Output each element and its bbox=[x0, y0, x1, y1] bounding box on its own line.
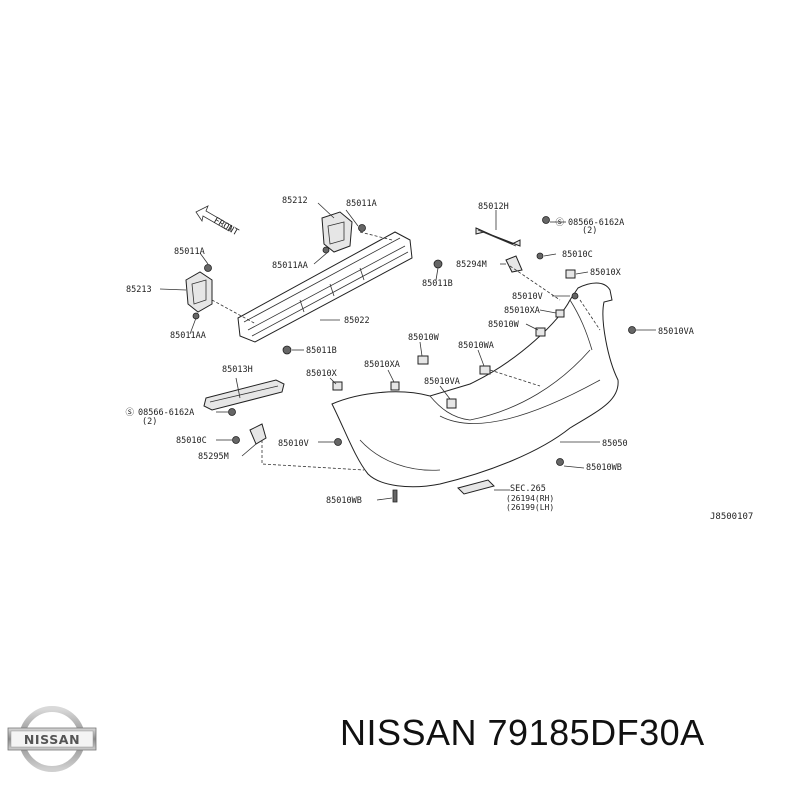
nissan-logo-text: NISSAN bbox=[24, 732, 80, 747]
label-85013H: 85013H bbox=[222, 365, 253, 375]
nissan-logo: NISSAN bbox=[7, 706, 97, 772]
clips-group bbox=[332, 269, 636, 503]
clip-85011B-bottom bbox=[282, 345, 292, 355]
label-85213: 85213 bbox=[126, 285, 152, 295]
label-85010VA-right: 85010VA bbox=[658, 327, 694, 337]
bracket-85012H bbox=[475, 216, 550, 273]
label-85010V-top: 85010V bbox=[512, 292, 543, 302]
label-85010W-top: 85010W bbox=[488, 320, 520, 330]
label-85010XA-top: 85010XA bbox=[504, 306, 540, 316]
label-26194-rh: (26194(RH) bbox=[506, 494, 554, 503]
part-number-caption: NISSAN 79185DF30A bbox=[340, 712, 705, 753]
label-qty-top: (2) bbox=[582, 226, 597, 236]
circle-s-top-icon: Ⓢ bbox=[555, 218, 564, 228]
diagram-ref-code: J8500107 bbox=[710, 512, 753, 522]
front-label: FRONT bbox=[212, 216, 241, 238]
label-85050: 85050 bbox=[602, 439, 628, 449]
label-85010WA: 85010WA bbox=[458, 341, 494, 351]
label-85010W-mid: 85010W bbox=[408, 333, 440, 343]
label-85010X-mid: 85010X bbox=[306, 369, 338, 379]
label-85011B-bottom: 85011B bbox=[306, 346, 337, 356]
bracket-85213 bbox=[185, 264, 213, 320]
label-08566-left: 08566-6162A bbox=[138, 408, 194, 418]
circle-s-left-icon: Ⓢ bbox=[125, 408, 134, 418]
label-85294M: 85294M bbox=[456, 260, 487, 270]
reinforcement-beam bbox=[237, 231, 413, 343]
label-85010VA-mid: 85010VA bbox=[424, 377, 460, 387]
label-26199-lh: (26199(LH) bbox=[506, 503, 554, 512]
label-85011B-right: 85011B bbox=[422, 279, 453, 289]
label-85011A-left: 85011A bbox=[174, 247, 205, 257]
label-85010WB-bottom: 85010WB bbox=[326, 496, 362, 506]
label-85212: 85212 bbox=[282, 196, 308, 206]
label-85012H: 85012H bbox=[478, 202, 509, 212]
dashed-guides bbox=[211, 231, 601, 471]
label-85010X-right: 85010X bbox=[590, 268, 622, 278]
bumper-fascia-85050 bbox=[331, 282, 619, 495]
label-85011A-top: 85011A bbox=[346, 199, 377, 209]
leader-lines bbox=[159, 202, 656, 501]
label-85010C-left: 85010C bbox=[176, 436, 207, 446]
label-sec-265: SEC.265 bbox=[510, 484, 546, 494]
bracket-85013H bbox=[203, 379, 285, 445]
label-85010XA-mid: 85010XA bbox=[364, 360, 400, 370]
label-85010WB-right: 85010WB bbox=[586, 463, 622, 473]
label-85022: 85022 bbox=[344, 316, 370, 326]
label-85011AA-left: 85011AA bbox=[170, 331, 206, 341]
label-85295M: 85295M bbox=[198, 452, 229, 462]
bracket-85212 bbox=[321, 211, 366, 254]
clip-85011B-right bbox=[433, 259, 443, 269]
label-qty-left: (2) bbox=[142, 417, 157, 427]
label-85010V-left: 85010V bbox=[278, 439, 309, 449]
label-08566-top: 08566-6162A bbox=[568, 218, 624, 228]
label-85011AA-top: 85011AA bbox=[272, 261, 308, 271]
label-85010C-top: 85010C bbox=[562, 250, 593, 260]
front-arrow-icon bbox=[195, 205, 233, 232]
